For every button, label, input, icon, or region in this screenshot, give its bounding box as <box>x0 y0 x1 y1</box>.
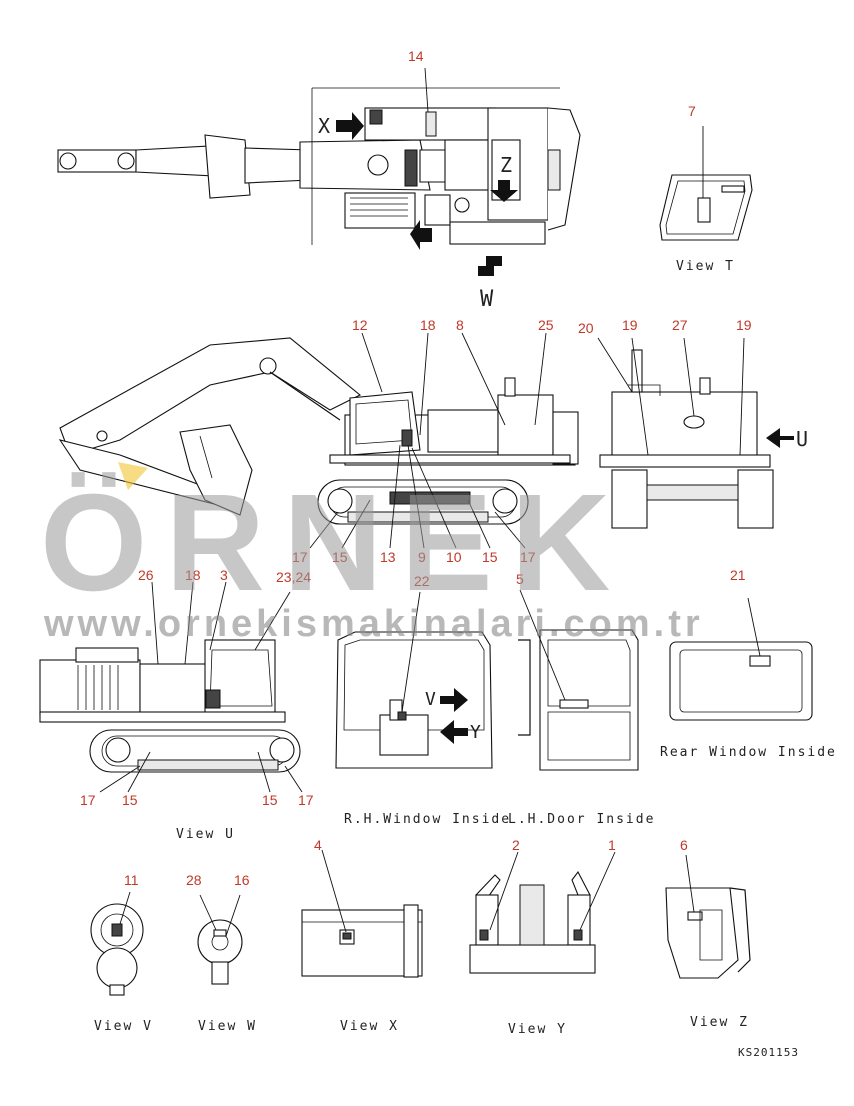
callout-18-side: 18 <box>420 317 436 333</box>
view-y-arrow-icon <box>440 720 468 744</box>
callout-26: 26 <box>138 567 154 583</box>
caption-view-w: View W <box>198 1019 257 1034</box>
view-letter-z: Z <box>500 153 514 177</box>
callout-8: 8 <box>456 317 464 333</box>
callout-3: 3 <box>220 567 228 583</box>
callout-18-view-u: 18 <box>185 567 201 583</box>
view-u: 26 18 3 23,24 17 15 15 17 View U <box>39 567 314 842</box>
caption-view-z: View Z <box>690 1015 749 1030</box>
callout-13: 13 <box>380 549 396 565</box>
callout-22: 22 <box>414 573 430 589</box>
view-letter-y: Y <box>470 722 483 743</box>
callout-15-view-u-right: 15 <box>262 792 278 808</box>
callout-28: 28 <box>186 872 202 888</box>
watermark-url: www.ornekismakinalari.com.tr <box>43 603 704 645</box>
view-x-arrow-icon <box>336 112 364 140</box>
view-z: 6 View Z <box>665 837 751 1030</box>
callout-11: 11 <box>124 872 139 888</box>
rear-window-inside: 21 Rear Window Inside <box>660 567 837 760</box>
watermark: ÖRNEK www.ornekismakinalari.com.tr <box>40 462 704 645</box>
pointer-arrow-icon <box>410 220 432 250</box>
callout-15-side-right: 15 <box>482 549 498 565</box>
lh-door-inside: 5 L.H.Door Inside <box>508 571 655 827</box>
callout-10: 10 <box>446 549 462 565</box>
callout-4: 4 <box>314 837 322 853</box>
view-t: 7 View T <box>659 103 753 274</box>
view-u-arrow-icon <box>766 428 794 448</box>
callout-19-left: 19 <box>622 317 638 333</box>
rh-window-inside: 22 V Y R.H.Window Inside <box>335 573 511 827</box>
callout-17-view-u-right: 17 <box>298 792 314 808</box>
callout-25: 25 <box>538 317 554 333</box>
callout-5: 5 <box>516 571 524 587</box>
callout-27: 27 <box>672 317 688 333</box>
callout-17-side-left: 17 <box>292 549 308 565</box>
caption-rh-window: R.H.Window Inside <box>344 812 511 827</box>
callout-9: 9 <box>418 549 426 565</box>
caption-rear-window: Rear Window Inside <box>660 745 837 760</box>
callout-12: 12 <box>352 317 368 333</box>
view-w: 28 16 View W <box>186 872 257 1034</box>
caption-view-y: View Y <box>508 1022 567 1037</box>
watermark-accent-triangle-icon <box>118 462 148 490</box>
view-letter-u: U <box>796 427 810 451</box>
callout-17-view-u-left: 17 <box>80 792 96 808</box>
callout-1: 1 <box>608 837 616 853</box>
view-letter-v: V <box>425 689 438 710</box>
callout-2: 2 <box>512 837 520 853</box>
callout-6: 6 <box>680 837 688 853</box>
callout-7: 7 <box>688 103 696 119</box>
callout-21: 21 <box>730 567 746 583</box>
caption-view-t: View T <box>676 259 735 274</box>
callout-19-right: 19 <box>736 317 752 333</box>
view-y: 2 1 View Y <box>469 837 616 1037</box>
view-z-arrow-icon <box>490 180 518 202</box>
callout-15-side-left: 15 <box>332 549 348 565</box>
view-letter-w: W <box>480 287 495 312</box>
watermark-brand: ÖRNEK <box>40 466 628 620</box>
callout-20: 20 <box>578 320 594 336</box>
drawing-code: KS201153 <box>738 1046 799 1059</box>
view-v: 11 View V <box>90 872 153 1034</box>
top-plan-view: 14 X Z W <box>57 48 581 312</box>
view-letter-x: X <box>318 114 332 138</box>
view-v-arrow-icon <box>440 688 468 712</box>
caption-view-v: View V <box>94 1019 153 1034</box>
caption-lh-door: L.H.Door Inside <box>508 812 655 827</box>
callout-16: 16 <box>234 872 250 888</box>
callout-14: 14 <box>408 48 424 64</box>
callout-15-view-u-left: 15 <box>122 792 138 808</box>
caption-view-u: View U <box>176 827 235 842</box>
view-w-arrow-icon <box>478 256 502 276</box>
caption-view-x: View X <box>340 1019 399 1034</box>
side-view-excavator: 12 18 8 25 17 15 13 9 10 15 17 <box>58 317 579 565</box>
callout-23-24: 23,24 <box>276 569 311 585</box>
rear-view: 20 19 27 19 U <box>578 317 810 529</box>
view-x: 4 View X <box>301 837 423 1034</box>
callout-17-side-right: 17 <box>520 549 536 565</box>
